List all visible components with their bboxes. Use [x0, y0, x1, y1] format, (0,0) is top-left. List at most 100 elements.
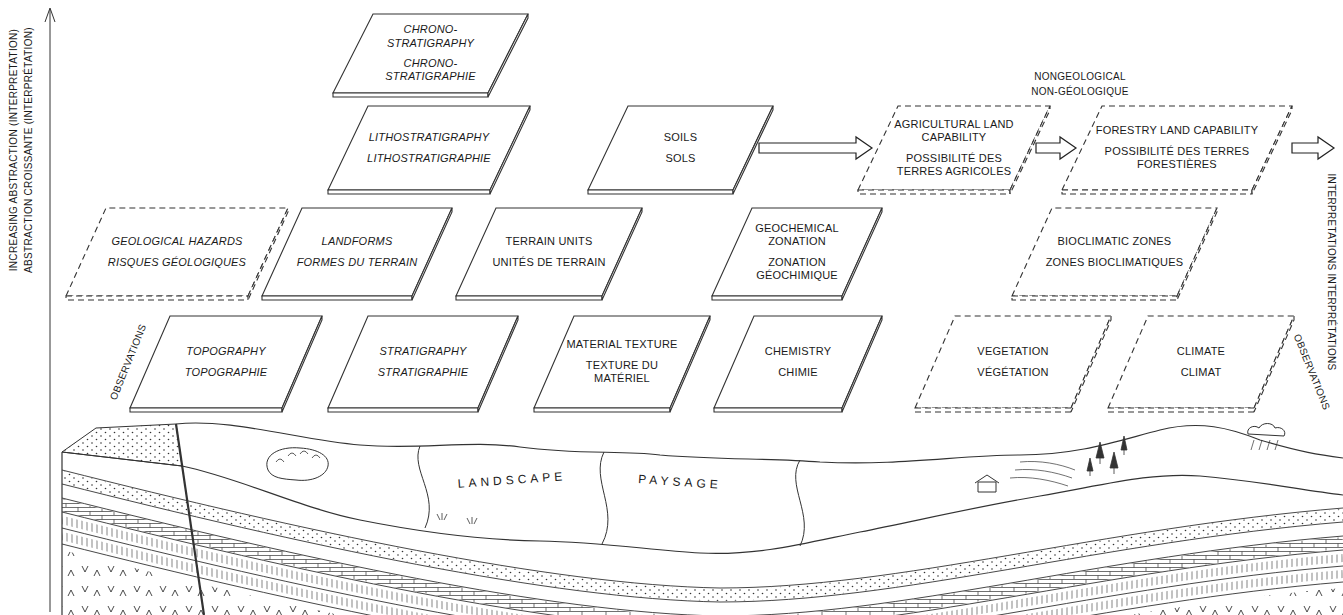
sheet-label: CHEMISTRY [765, 345, 831, 358]
sheet-label: CHRONO- STRATIGRAPHY [365, 23, 496, 50]
axis-label: INCREASING ABSTRACTION (INTERPRETATION) [8, 29, 19, 271]
land-surface [62, 423, 1343, 615]
axis-label: PAYSAGE [638, 472, 722, 492]
sheet-label: STRATIGRAPHIE [378, 366, 468, 379]
sheet-border [1012, 296, 1177, 300]
sheet-border [130, 316, 322, 408]
sheet-border [262, 208, 452, 296]
map-sheet: LANDFORMS FORMES DU TERRAIN [262, 208, 452, 300]
sheet-border [712, 208, 882, 296]
map-sheet: GEOLOGICAL HAZARDS RISQUES GÉOLOGIQUES [66, 208, 288, 300]
sheet-border [534, 408, 670, 412]
sheet-label: FORMES DU TERRAIN [297, 256, 418, 269]
map-sheet: VEGETATIONVÉGÉTATION [915, 316, 1111, 412]
sheet-label: CHRONO- STRATIGRAPHIE [365, 57, 496, 84]
sheet-text: CHRONO- STRATIGRAPHY CHRONO- STRATIGRAPHI… [365, 16, 496, 91]
sheet-outline [328, 106, 530, 194]
sheet-border [328, 190, 490, 194]
sheet-border [456, 208, 642, 296]
sheet-text: LANDFORMS FORMES DU TERRAIN [294, 210, 420, 294]
sheet-outline [1012, 208, 1217, 300]
sheet-label: TEXTURE DU MATÉRIEL [566, 359, 678, 386]
sheet-border [488, 14, 528, 97]
sheet-border [915, 316, 1111, 408]
sheet-border [588, 190, 733, 194]
sheet-label: RISQUES GÉOLOGIQUES [108, 256, 246, 269]
flow-arrow [1036, 137, 1076, 159]
sheet-border [328, 106, 530, 190]
sheet-label: MATERIAL TEXTURE [566, 338, 677, 351]
map-sheet: TOPOGRAPHYTOPOGRAPHIE [130, 316, 322, 412]
sheet-border [328, 408, 478, 412]
map-sheet: GEOCHEMICAL ZONATION ZONATION GÉOCHIMIQUE [712, 208, 882, 300]
sheet-border [733, 106, 773, 194]
sheet-border [1010, 106, 1050, 194]
sheet-text: LITHOSTRATIGRAPHYLITHOSTRATIGRAPHIE [360, 108, 498, 188]
sheet-label: BIOCLIMATIC ZONES [1058, 235, 1172, 248]
sheet-border [1108, 408, 1254, 412]
map-sheet: SOILS SOLS [588, 106, 773, 194]
sheet-text: VEGETATIONVÉGÉTATION [947, 318, 1079, 406]
sheet-border [282, 316, 322, 412]
sheet-text: AGRICULTURAL LAND CAPABILITY POSSIBILITÉ … [890, 108, 1018, 188]
sheet-label: ZONES BIOCLIMATIQUES [1046, 256, 1184, 269]
sheet-border [1071, 316, 1111, 412]
sheet-outline [1108, 316, 1294, 412]
sheet-border [534, 316, 710, 408]
sheet-border [714, 316, 882, 408]
sheet-border [1012, 208, 1217, 296]
map-sheet: TERRAIN UNITSUNITÉS DE TERRAIN [456, 208, 642, 300]
flow-arrow [759, 137, 872, 159]
sheet-label: GEOCHEMICAL ZONATION [744, 222, 850, 249]
sheet-outline [262, 208, 452, 300]
sheet-label: LANDFORMS [322, 235, 393, 248]
sheet-border [333, 14, 528, 93]
sheet-border [262, 296, 412, 300]
sheet-label: CHIMIE [778, 366, 818, 379]
sheet-border [328, 316, 518, 408]
map-sheet: STRATIGRAPHY STRATIGRAPHIE [328, 316, 518, 412]
sheet-label: ZONATION GÉOCHIMIQUE [744, 256, 850, 283]
sheet-text: TOPOGRAPHYTOPOGRAPHIE [162, 318, 290, 406]
cross-section [62, 470, 1343, 615]
map-sheet: MATERIAL TEXTURE TEXTURE DU MATÉRIEL [534, 316, 710, 412]
outgoing-arrow [1292, 137, 1334, 159]
sheet-label: POSSIBILITÉ DES TERRES FORESTIÈRES [1094, 145, 1260, 172]
sheet-label: LITHOSTRATIGRAPHIE [367, 152, 491, 165]
sheet-text: TERRAIN UNITSUNITÉS DE TERRAIN [488, 210, 610, 294]
map-sheet: AGRICULTURAL LAND CAPABILITY POSSIBILITÉ … [858, 106, 1050, 194]
sheet-outline [588, 106, 773, 194]
axis-label: INTERPRETATIONS [1326, 174, 1337, 271]
axis-label: ABSTRACTION CROISSANTE (INTERPRÉTATION) [23, 27, 34, 273]
sheet-outline [66, 208, 288, 300]
sheet-border [478, 316, 518, 412]
sheet-border [858, 106, 1050, 190]
axis-label: INTERPRÉTATIONS [1326, 274, 1337, 371]
sheet-border [1108, 316, 1294, 408]
sheet-label: CLIMAT [1181, 366, 1222, 379]
axis-label: LANDSCAPE [457, 469, 566, 491]
axis-label: NON-GÉOLOGIQUE [1031, 86, 1129, 97]
sheet-label: SOILS [664, 131, 697, 144]
sheet-border [915, 408, 1071, 412]
sheet-label: SOLS [665, 152, 695, 165]
sheet-label: TOPOGRAPHY [186, 345, 265, 358]
sheet-border [130, 408, 282, 412]
sheet-text: BIOCLIMATIC ZONES ZONES BIOCLIMATIQUES [1044, 210, 1185, 294]
sheet-border [712, 296, 842, 300]
sheet-text: GEOLOGICAL HAZARDS RISQUES GÉOLOGIQUES [98, 210, 256, 294]
sheet-label: FORESTRY LAND CAPABILITY [1096, 124, 1259, 137]
sheet-border [66, 296, 248, 300]
sheet-label: GEOLOGICAL HAZARDS [111, 235, 242, 248]
map-sheet: BIOCLIMATIC ZONES ZONES BIOCLIMATIQUES [1012, 208, 1217, 300]
sheet-label: STRATIGRAPHY [379, 345, 466, 358]
sheet-border [1062, 190, 1252, 194]
sheet-border [714, 408, 842, 412]
sheet-label: POSSIBILITÉ DES TERRES AGRICOLES [890, 152, 1018, 179]
sheet-text: STRATIGRAPHY STRATIGRAPHIE [360, 318, 486, 406]
sheet-text: FORESTRY LAND CAPABILITY POSSIBILITÉ DES … [1094, 108, 1260, 188]
sheet-text: SOILS SOLS [620, 108, 741, 188]
sheet-label: AGRICULTURAL LAND CAPABILITY [890, 118, 1018, 145]
